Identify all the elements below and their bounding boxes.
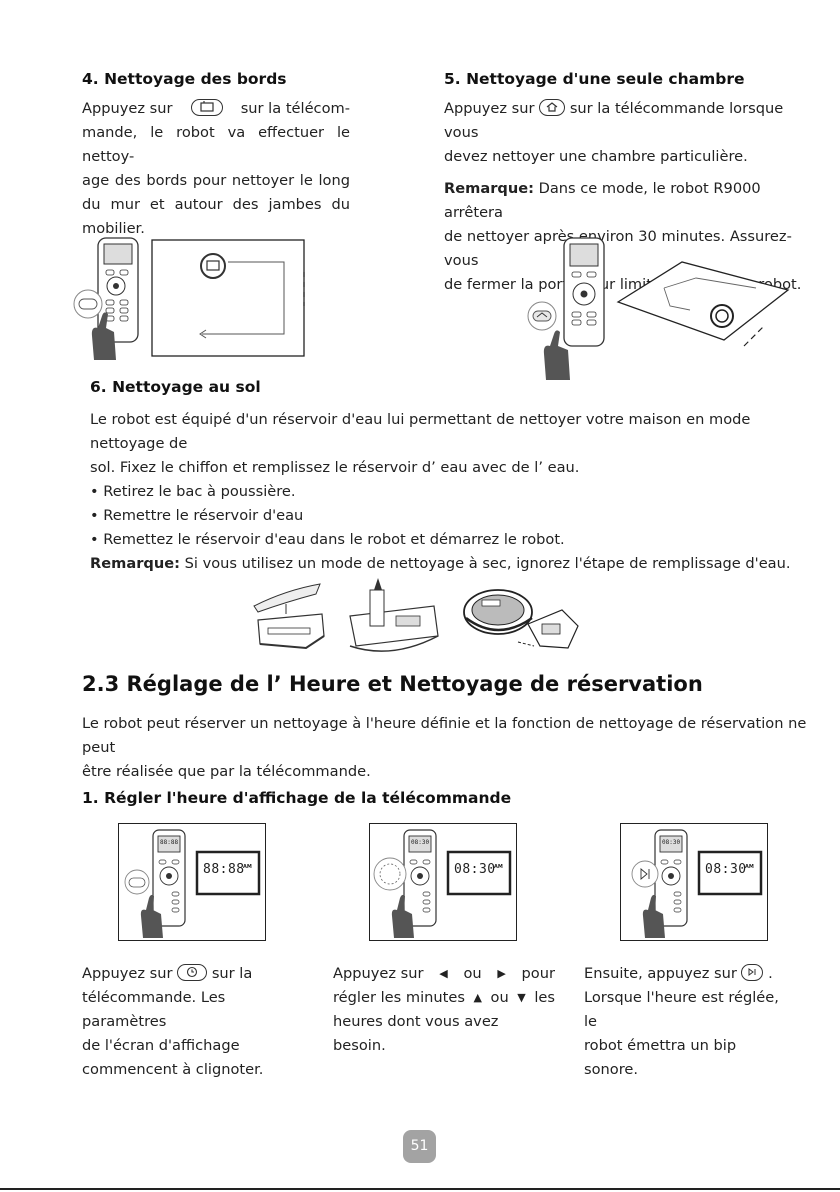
step2-display-ampm: AM	[494, 864, 503, 870]
section6-bullets: Retirez le bac à poussière. Remettre le …	[90, 480, 816, 552]
step3-line-1: Lorsque l'heure est réglée, le	[584, 989, 779, 1030]
step1-text-before: Appuyez sur	[82, 965, 173, 982]
section6-note-text: Si vous utilisez un mode de nettoyage à …	[179, 555, 791, 572]
section5-note: Remarque: Dans ce mode, le robot R9000 a…	[444, 177, 812, 225]
section23-subtitle: 1. Régler l'heure d'affichage de la télé…	[82, 789, 512, 807]
section5-note-text: Dans ce mode, le robot R9000 arrêtera	[444, 180, 761, 221]
triangle-left-icon: ◀	[439, 967, 448, 980]
step2-text: Appuyez sur ◀ ou ▶ pour régler les minut…	[333, 962, 555, 1058]
step1-text-after: sur la	[211, 965, 253, 982]
section6-line-2: sol. Fixez le chiffon et remplissez le r…	[90, 459, 580, 476]
section4-text-after: sur la télécom-	[240, 100, 350, 117]
home-icon	[539, 98, 566, 116]
step3-text-before: Ensuite, appuyez sur	[584, 965, 737, 982]
step2-line2a: régler les minutes	[333, 989, 465, 1006]
play-pause-icon	[741, 963, 764, 981]
step3-display-ampm: AM	[745, 864, 754, 870]
step1-line-2: de l'écran d'affichage	[82, 1037, 240, 1054]
section4-line-4: mobilier.	[82, 220, 145, 237]
edge-cleaning-illustration	[70, 236, 310, 364]
triangle-down-icon: ▼	[517, 991, 526, 1004]
section23-line-2: être réalisée que par la télécommande.	[82, 763, 371, 780]
step1-text: Appuyez sur sur la télécommande. Les par…	[82, 962, 312, 1082]
edge-clean-icon	[190, 98, 223, 116]
step1-remote-display: 88:88	[160, 839, 179, 846]
step2-line2c: les	[534, 989, 555, 1006]
step3-remote-display: 08:30	[662, 839, 681, 846]
section5-text-before: Appuyez sur	[444, 100, 535, 117]
step2-display-time: 08:30	[454, 862, 496, 877]
step2-frame: 08:30 AM 08:30	[369, 823, 517, 941]
section4-line-1: mande, le robot va effectuer le nettoy-	[82, 124, 350, 165]
list-item: Remettre le réservoir d'eau	[90, 504, 816, 528]
step2-mid1: ou	[463, 965, 482, 982]
section5-note-line-1: de nettoyer après environ 30 minutes. As…	[444, 228, 792, 269]
step1-frame: 88:88 AM 88:88	[118, 823, 266, 941]
section6-title: 6. Nettoyage au sol	[90, 378, 261, 396]
step3-text: Ensuite, appuyez sur . Lorsque l'heure e…	[584, 962, 794, 1082]
triangle-right-icon: ▶	[497, 967, 506, 980]
step2-remote-display: 08:30	[411, 839, 430, 846]
step1-line-3: commencent à clignoter.	[82, 1061, 264, 1078]
triangle-up-icon: ▲	[473, 991, 482, 1004]
section5-title: 5. Nettoyage d'une seule chambre	[444, 70, 745, 88]
section4-body: Appuyez sur sur la télécom- mande, le ro…	[82, 97, 350, 241]
section6-note: Remarque: Si vous utilisez un mode de ne…	[90, 552, 816, 576]
section4-line-2: age des bords pour nettoyer le long	[82, 172, 350, 189]
section6-body: Le robot est équipé d'un réservoir d'eau…	[90, 408, 816, 576]
bottom-divider	[0, 1188, 840, 1190]
section23-title: 2.3 Réglage de l’ Heure et Nettoyage de …	[82, 672, 703, 696]
list-item: Remettez le réservoir d'eau dans le robo…	[90, 528, 816, 552]
step3-display-time: 08:30	[705, 862, 747, 877]
section5-line-2: devez nettoyer une chambre particulière.	[444, 148, 748, 165]
section6-line-1: Le robot est équipé d'un réservoir d'eau…	[90, 411, 751, 452]
step3-text-after: .	[768, 965, 773, 982]
single-room-illustration	[520, 236, 792, 382]
section4-line-3: du mur et autour des jambes du	[82, 196, 350, 213]
list-item: Retirez le bac à poussière.	[90, 480, 816, 504]
step1-display-time: 88:88	[203, 862, 245, 877]
step1-line-1: télécommande. Les paramètres	[82, 989, 226, 1030]
step3-frame: 08:30 AM 08:30	[620, 823, 768, 941]
section6-note-label: Remarque:	[90, 555, 180, 572]
section4-text-before: Appuyez sur	[82, 100, 173, 117]
section4-title: 4. Nettoyage des bords	[82, 70, 287, 88]
step2-mid2: pour	[521, 965, 555, 982]
step2-text-before: Appuyez sur	[333, 965, 424, 982]
step2-line3: heures dont vous avez besoin.	[333, 1013, 499, 1054]
step3-line-2: robot émettra un bip sonore.	[584, 1037, 737, 1078]
water-tank-illustration	[246, 570, 582, 654]
section5-text-after: sur la télécommande lorsque vous	[444, 100, 784, 141]
section23-body: Le robot peut réserver un nettoyage à l'…	[82, 712, 818, 784]
section5-note-label: Remarque:	[444, 180, 534, 197]
page-number: 51	[403, 1130, 436, 1163]
step1-display-ampm: AM	[243, 864, 252, 870]
section23-line-1: Le robot peut réserver un nettoyage à l'…	[82, 715, 807, 756]
clock-icon	[177, 963, 208, 981]
step2-line2b: ou	[490, 989, 509, 1006]
